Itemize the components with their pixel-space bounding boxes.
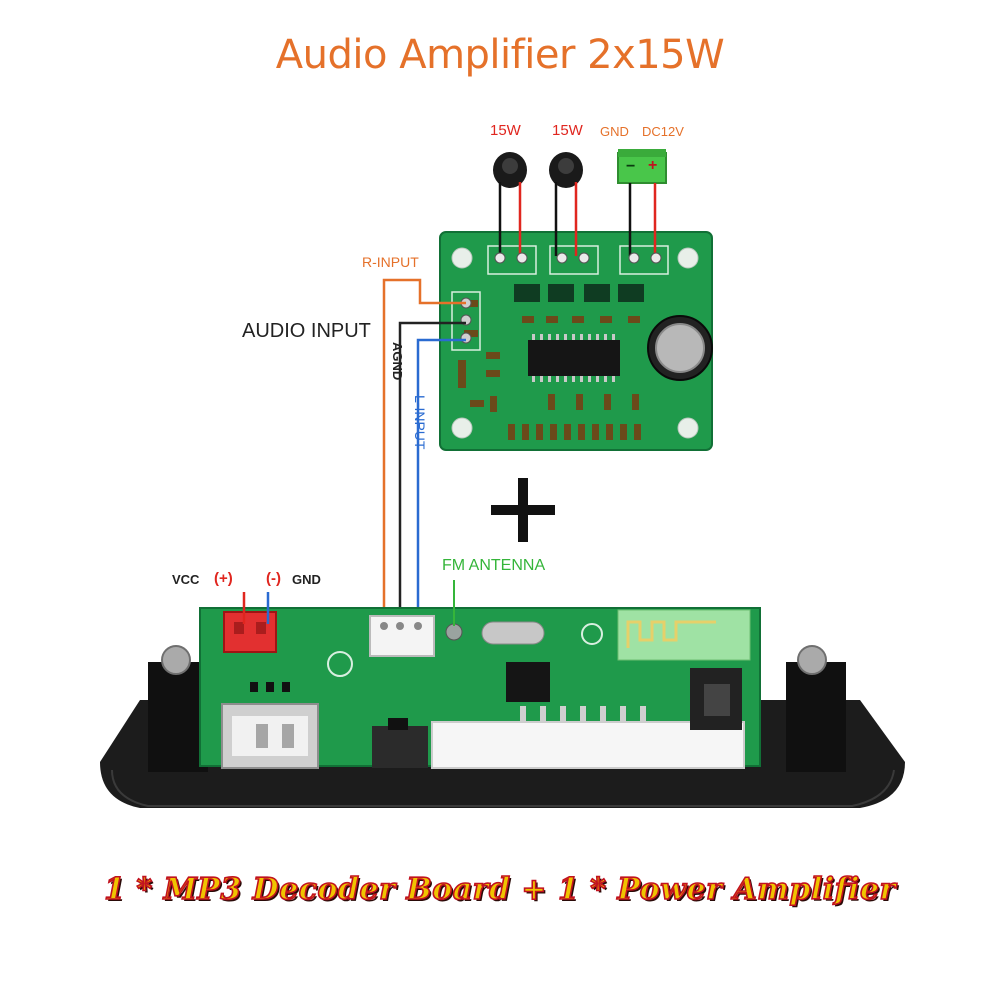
speaker-right-label: 15W bbox=[552, 122, 583, 139]
product-caption: 1 * MP3 Decoder Board + 1 * Power Amplif… bbox=[103, 871, 896, 908]
speaker-left-connector bbox=[493, 152, 527, 188]
dc-label: DC12V bbox=[642, 124, 684, 139]
page-title: Audio Amplifier 2x15W bbox=[275, 32, 725, 78]
power-connector bbox=[617, 149, 667, 184]
audio-input-label: AUDIO INPUT bbox=[242, 320, 371, 342]
power-minus-label: − bbox=[626, 158, 636, 175]
speaker-right-connector bbox=[549, 152, 583, 188]
amplifier-output-wires bbox=[498, 182, 657, 256]
agnd-label: AGND bbox=[390, 342, 405, 381]
l-input-label: L-INPUT bbox=[412, 395, 428, 450]
gnd-sign-label: (-) bbox=[266, 570, 281, 587]
decoder-board bbox=[100, 607, 905, 808]
speaker-left-label: 15W bbox=[490, 122, 521, 139]
l-input-wire bbox=[416, 338, 466, 620]
plus-sign-graphic bbox=[491, 478, 555, 542]
fm-antenna-label: FM ANTENNA bbox=[442, 557, 546, 574]
decoder-power-wires bbox=[242, 592, 270, 624]
vcc-label: VCC bbox=[172, 572, 200, 587]
power-plus-label: + bbox=[648, 157, 658, 174]
agnd-wire bbox=[398, 321, 466, 620]
r-input-wire bbox=[382, 278, 466, 620]
amplifier-board bbox=[439, 231, 713, 451]
r-input-label: R-INPUT bbox=[362, 254, 419, 270]
gnd-label: GND bbox=[600, 124, 629, 139]
decoder-gnd-label: GND bbox=[292, 572, 321, 587]
vcc-sign-label: (+) bbox=[214, 570, 233, 587]
